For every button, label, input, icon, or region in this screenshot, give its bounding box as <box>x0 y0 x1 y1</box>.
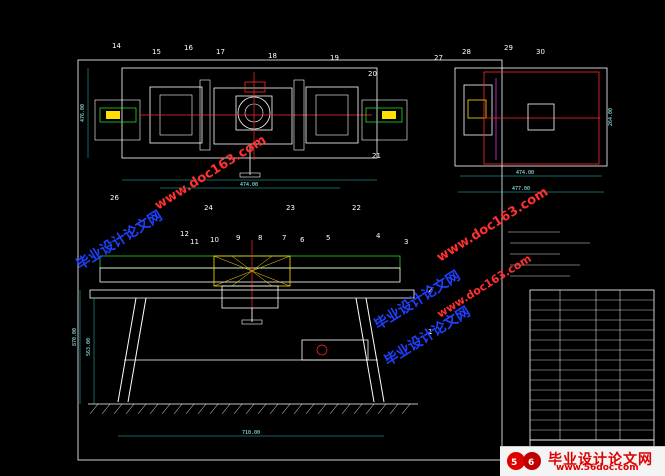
callout-12: 12 <box>180 230 189 238</box>
side-gear-box <box>467 99 487 119</box>
right-cylinder-piston <box>382 111 396 119</box>
callout-16: 16 <box>184 44 193 52</box>
front-leg-left-outer <box>117 297 137 403</box>
front-leg-left-inner <box>127 297 147 403</box>
callout-numbers: 14 15 16 17 18 19 20 21 22 23 24 26 27 2… <box>110 42 545 336</box>
callout-30: 30 <box>536 48 545 56</box>
callout-6: 6 <box>300 236 305 244</box>
callout-10: 10 <box>210 236 219 244</box>
front-leg-right-outer <box>365 297 385 403</box>
parts-table-rows <box>530 299 654 431</box>
top-handle-knob <box>239 172 261 178</box>
dim-front-h1: 870.00 <box>72 328 78 346</box>
callout-2: 2 <box>428 286 432 294</box>
side-workpiece <box>527 103 555 131</box>
dim-side-w2: 477.00 <box>512 186 530 192</box>
footer-logo-icon: 5 6 <box>507 452 541 470</box>
left-cylinder-body <box>99 107 137 123</box>
right-cylinder-outline <box>361 99 408 141</box>
watermark-site-b: www.doc163.com <box>434 185 551 266</box>
front-motor-shaft <box>316 344 328 356</box>
callout-5: 5 <box>326 234 330 242</box>
callout-21: 21 <box>372 152 381 160</box>
callout-7: 7 <box>282 234 286 242</box>
top-view-base-plate <box>121 67 378 159</box>
top-heater-element <box>244 81 266 93</box>
callout-18: 18 <box>268 52 277 60</box>
svg-text:5: 5 <box>511 458 517 468</box>
dim-side-right: 264.00 <box>608 108 614 126</box>
center-fixture <box>213 87 293 145</box>
right-guide-rail <box>293 79 305 151</box>
callout-11: 11 <box>190 238 199 246</box>
callout-27: 27 <box>434 54 443 62</box>
right-clamp-block <box>305 86 359 144</box>
front-rail-assembly <box>99 267 401 283</box>
callout-9: 9 <box>236 234 240 242</box>
callout-3: 3 <box>404 238 408 246</box>
callout-29: 29 <box>504 44 513 52</box>
callout-15: 15 <box>152 48 161 56</box>
dim-left-top: 476.00 <box>80 104 86 122</box>
watermark-label-a: 毕业设计论文网 <box>73 207 165 273</box>
callout-24: 24 <box>204 204 213 212</box>
dim-front-base: 710.00 <box>242 430 260 436</box>
callout-8: 8 <box>258 234 262 242</box>
callout-23: 23 <box>286 204 295 212</box>
front-leg-right-inner <box>355 297 375 403</box>
dimension-values: 476.00 264.00 870.00 563.00 710.00 474.0… <box>72 104 614 436</box>
callout-26: 26 <box>110 194 119 202</box>
right-clamp-inner <box>315 94 349 136</box>
side-left-block <box>463 84 493 136</box>
dim-top-bottom: 474.00 <box>240 182 258 188</box>
callout-28: 28 <box>462 48 471 56</box>
watermarks: www.doc163.com 毕业设计论文网 www.doc163.com 毕业… <box>73 133 551 370</box>
side-view <box>454 67 608 193</box>
callout-19: 19 <box>330 54 339 62</box>
parts-table-text-area <box>564 292 592 432</box>
callout-22: 22 <box>352 204 361 212</box>
right-cylinder-body <box>365 107 403 123</box>
left-cylinder-outline <box>94 99 141 141</box>
front-lower-box <box>221 285 279 309</box>
callout-17: 17 <box>216 48 225 56</box>
drawing-frame <box>77 59 503 461</box>
callout-20: 20 <box>368 70 377 78</box>
front-top-cylinder-row <box>99 255 401 269</box>
front-view <box>79 240 418 437</box>
top-view <box>87 67 408 189</box>
svg-text:6: 6 <box>528 458 534 468</box>
technical-notes <box>508 231 590 277</box>
parts-list-table <box>529 289 655 451</box>
parts-table-border <box>529 289 655 441</box>
front-ground-hatch <box>89 403 411 415</box>
left-cylinder-piston <box>106 111 120 119</box>
callout-4: 4 <box>376 232 381 240</box>
footer-title: 毕业设计论文网 <box>548 452 653 468</box>
front-table-top <box>89 289 415 299</box>
dim-front-h2: 563.00 <box>86 338 92 356</box>
side-view-frame <box>454 67 608 167</box>
front-handle-knob <box>241 319 263 325</box>
front-motor-box <box>301 339 369 361</box>
footer-url: www.56doc.com <box>556 463 639 473</box>
callout-1: 1 <box>428 328 432 336</box>
dim-side-w1: 474.00 <box>516 170 534 176</box>
callout-14: 14 <box>112 42 121 50</box>
